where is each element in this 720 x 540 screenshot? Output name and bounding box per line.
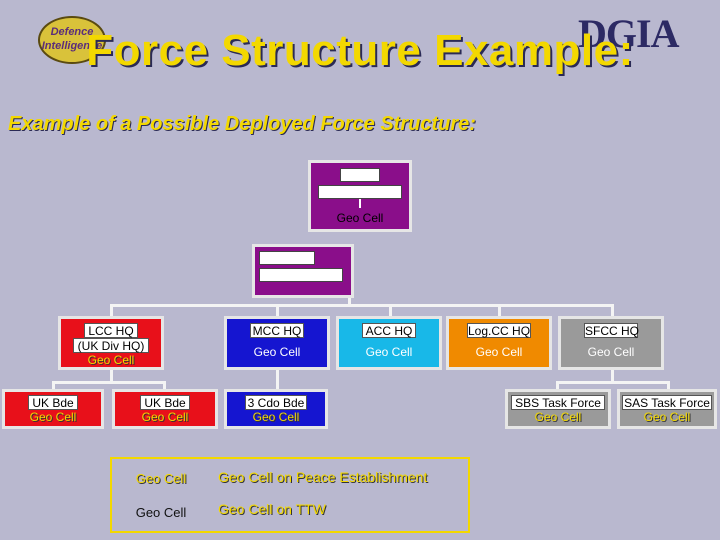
joint-hq-box: Geo Cell [308,160,412,232]
component-hq-header: ACC HQ [362,323,416,338]
subunit-uk-bde: UK Bde Geo Cell [112,389,218,429]
legend-swatch-ttw: Geo Cell [116,497,206,529]
geo-cell-label: Geo Cell [365,345,413,359]
component-hq-header: SFCC HQ [584,323,639,338]
subunit-header: SBS Task Force [511,395,605,410]
connector-line [667,381,670,391]
legend: Geo Cell Geo Cell on Peace Establishment… [110,457,470,533]
slide-title: Force Structure Example: [86,26,634,75]
connector-line [348,295,351,305]
logo-text-line2: Intelligence [41,40,103,52]
component-hq-header: MCC HQ [250,323,304,338]
connector-line [276,370,279,391]
legend-sample-peace: Geo Cell [135,471,187,486]
legend-swatch-peace: Geo Cell [116,463,206,495]
connector-line [611,370,614,382]
geo-cell-label: Geo Cell [534,410,582,424]
dgia-logo: DGIA [578,11,679,56]
geo-cell-label: Geo Cell [253,345,301,359]
component-hq-lcc: LCC HQ (UK Div HQ) Geo Cell [58,316,164,370]
hq-label-bar [318,185,402,199]
legend-sample-ttw: Geo Cell [135,505,187,520]
hq-label-bar [259,251,315,265]
geo-cell-label: Geo Cell [29,410,77,424]
subunit-header: SAS Task Force [622,395,712,410]
component-hq-logcc: Log.CC HQ Geo Cell [446,316,552,370]
connector-line [556,381,669,384]
connector-line [359,199,361,208]
hq-label-bar [259,268,343,282]
deployed-hq-box [252,244,354,298]
geo-cell-label: Geo Cell [252,410,300,424]
component-hq-sfcc: SFCC HQ Geo Cell [558,316,664,370]
connector-line [110,304,614,307]
slide-subtitle: Example of a Possible Deployed Force Str… [8,113,476,135]
geo-cell-label: Geo Cell [336,211,384,225]
subunit-header: UK Bde [140,395,190,410]
connector-line [110,370,113,382]
component-hq-header: LCC HQ [84,323,138,338]
subunit-sbs-task-force: SBS Task Force Geo Cell [505,389,611,429]
connector-line [163,381,166,391]
subunit-3-cdo-bde: 3 Cdo Bde Geo Cell [224,389,328,429]
connector-line [276,304,279,318]
hq-label-bar [340,168,380,182]
connector-line [556,381,559,391]
connector-line [611,304,614,318]
component-hq-mcc: MCC HQ Geo Cell [224,316,330,370]
geo-cell-label: Geo Cell [643,410,691,424]
geo-cell-label: Geo Cell [475,345,523,359]
component-hq-acc: ACC HQ Geo Cell [336,316,442,370]
connector-line [52,381,165,384]
geo-cell-label: Geo Cell [587,345,635,359]
defence-intelligence-logo: Defence Intelligence [38,16,106,64]
geo-cell-label: Geo Cell [141,410,189,424]
component-hq-header: Log.CC HQ [467,323,531,338]
subunit-header: UK Bde [28,395,78,410]
component-hq-subheader: (UK Div HQ) [73,338,149,353]
subunit-uk-bde: UK Bde Geo Cell [2,389,104,429]
connector-line [389,304,392,318]
subunit-sas-task-force: SAS Task Force Geo Cell [617,389,717,429]
connector-line [110,304,113,318]
subunit-header: 3 Cdo Bde [245,395,307,410]
connector-line [498,304,501,318]
legend-text-ttw: Geo Cell on TTW [218,501,326,517]
connector-line [52,381,55,391]
legend-text-peace: Geo Cell on Peace Establishment [218,469,428,485]
geo-cell-label: Geo Cell [87,353,135,367]
logo-text-line1: Defence [50,26,94,38]
